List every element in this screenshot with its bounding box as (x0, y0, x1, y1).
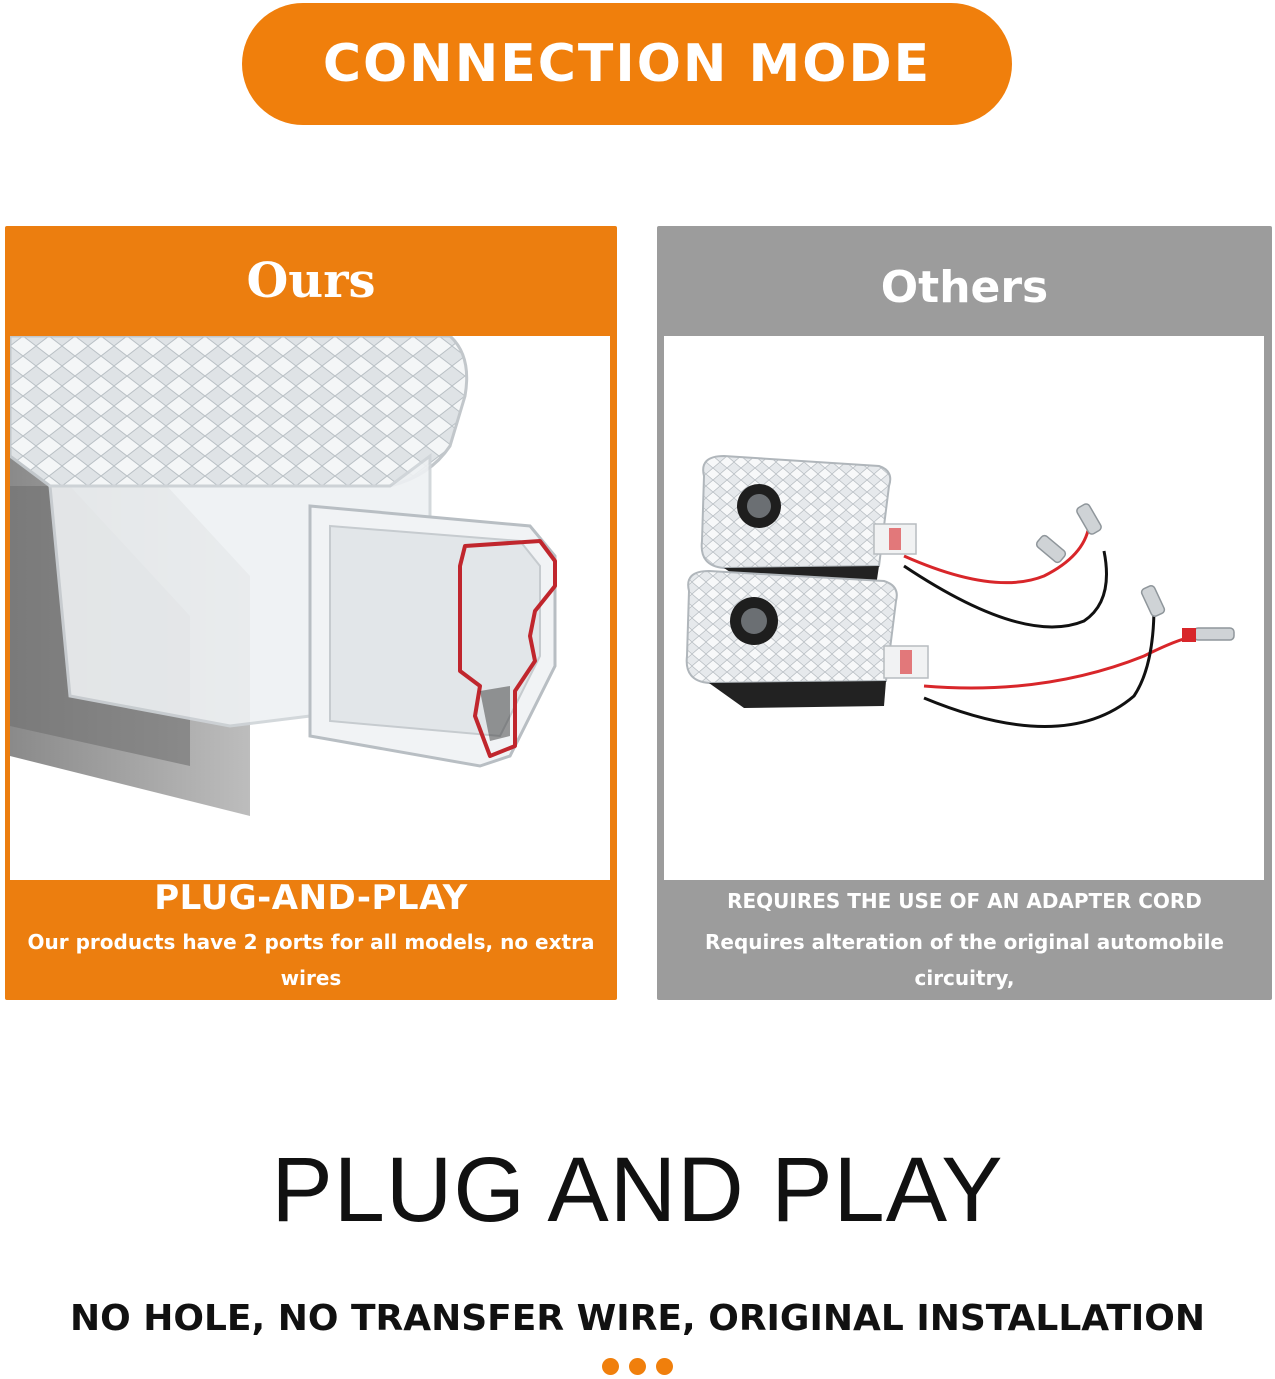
ours-subtitle: PLUG-AND-PLAY (154, 878, 468, 918)
ours-connector-image (10, 336, 610, 880)
connection-mode-banner: CONNECTION MODE (242, 3, 1012, 125)
others-desc-line-2: resulting in an unsafe event (805, 1002, 1124, 1026)
others-description: Requires alteration of the original auto… (657, 924, 1272, 1032)
others-title: Others (880, 261, 1049, 313)
ours-desc-line-1: Our products have 2 ports for all models… (27, 930, 595, 990)
ours-panel: Ours (5, 226, 617, 1026)
installation-tagline: NO HOLE, NO TRANSFER WIRE, ORIGINAL INST… (69, 1298, 1206, 1339)
decorative-dots (0, 1358, 1275, 1375)
others-desc-line-1: Requires alteration of the original auto… (705, 930, 1224, 990)
dot-3 (656, 1358, 673, 1375)
ours-description: Our products have 2 ports for all models… (5, 924, 617, 1032)
plug-and-play-headline: PLUG AND PLAY (271, 1139, 1004, 1241)
others-subtitle: REQUIRES THE USE OF AN ADAPTER CORD (727, 889, 1202, 913)
dot-1 (602, 1358, 619, 1375)
dot-2 (629, 1358, 646, 1375)
banner-label: CONNECTION MODE (322, 34, 932, 94)
others-panel: Others (657, 226, 1272, 1026)
others-adapter-image (664, 336, 1264, 880)
ours-title: Ours (246, 253, 376, 309)
ours-desc-line-2: needed! OEM installation method, safe an… (20, 1002, 602, 1026)
